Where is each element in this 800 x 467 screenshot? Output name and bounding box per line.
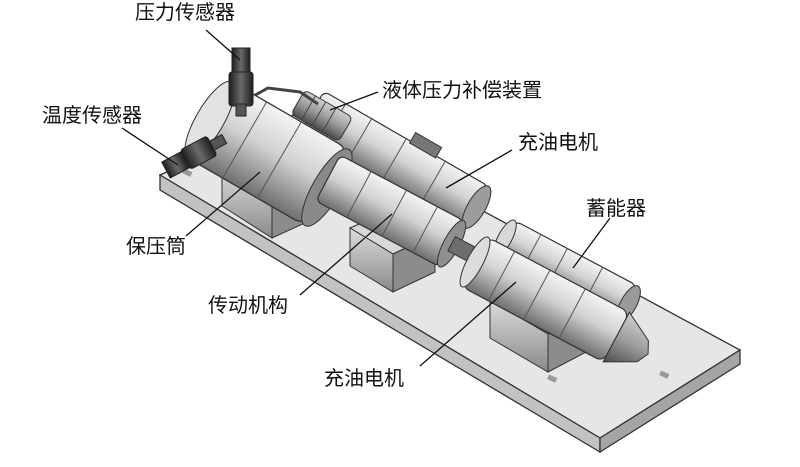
lower-motor-body <box>459 236 649 363</box>
leader-charging-motor-top <box>445 149 513 189</box>
compensator-body <box>249 86 352 141</box>
leader-charging-motor-bottom <box>419 281 517 367</box>
leader-pressure-sensor <box>205 29 241 61</box>
label-transmission: 传动机构 <box>208 293 288 317</box>
leader-accumulator <box>572 217 611 269</box>
label-temperature-sensor: 温度传感器 <box>42 103 142 127</box>
label-accumulator: 蓄能器 <box>586 196 646 220</box>
leader-pressure-cylinder <box>185 171 261 237</box>
leader-temperature-sensor <box>121 127 179 166</box>
label-charging-motor-top: 充油电机 <box>518 130 598 154</box>
leader-lines <box>121 29 611 367</box>
label-pressure-cylinder: 保压筒 <box>126 234 186 258</box>
temperature-sensor-body <box>161 133 228 179</box>
transmission-body <box>317 156 480 268</box>
label-charging-motor-bottom: 充油电机 <box>324 366 404 390</box>
label-compensator: 液体压力补偿装置 <box>382 78 542 102</box>
leader-transmission <box>299 213 393 296</box>
pressure-sensor-body <box>228 47 254 117</box>
upper-motor-body <box>301 92 492 229</box>
leader-compensator <box>329 91 379 111</box>
label-pressure-sensor: 压力传感器 <box>135 0 235 24</box>
